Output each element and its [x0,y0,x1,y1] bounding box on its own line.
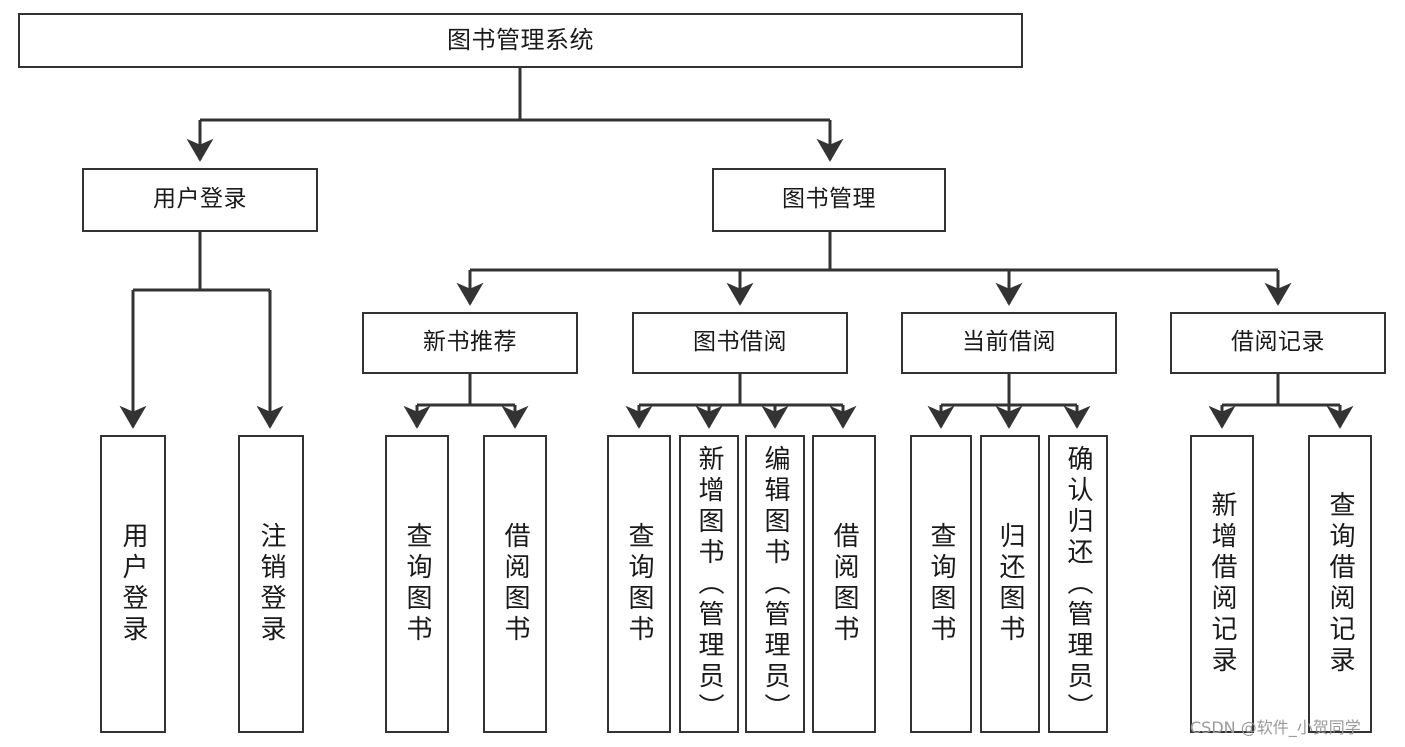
node-label: 借阅图书 [829,522,859,646]
node-leaf-add-book[interactable]: 新增图书（管理员） [679,435,739,733]
node-root-book-management-system[interactable]: 图书管理系统 [18,13,1023,68]
node-label: 借阅记录 [1231,329,1325,356]
node-label: 注销登录 [256,522,286,646]
node-label: 图书管理 [782,186,876,213]
node-book-borrow[interactable]: 图书借阅 [632,312,848,374]
node-leaf-query-book-recommend[interactable]: 查询图书 [385,435,449,733]
node-label: 新增借阅记录 [1207,491,1237,677]
node-leaf-borrow-book-recommend[interactable]: 借阅图书 [483,435,547,733]
node-leaf-edit-book[interactable]: 编辑图书（管理员） [745,435,805,733]
node-label: 当前借阅 [962,329,1056,356]
edges-user-login [119,232,284,429]
node-label: 新增图书（管理员） [694,444,724,724]
node-label: 查询借阅记录 [1325,491,1355,677]
node-label: 借阅图书 [500,522,530,646]
node-user-login[interactable]: 用户登录 [82,168,318,232]
node-leaf-query-book-borrow[interactable]: 查询图书 [607,435,671,733]
csdn-watermark: CSDN @软件_小贺同学 [1190,718,1361,737]
edges-current-borrow [927,374,1091,429]
node-label: 查询图书 [402,522,432,646]
node-current-borrow[interactable]: 当前借阅 [901,312,1117,374]
node-label: 图书借阅 [693,329,787,356]
node-new-book-recommend[interactable]: 新书推荐 [362,312,578,374]
node-leaf-query-borrow-record[interactable]: 查询借阅记录 [1308,435,1372,733]
node-label: 图书管理系统 [447,26,594,55]
edges-new-book-recommend [403,374,529,429]
node-label: 用户登录 [118,522,148,646]
node-label: 确认归还（管理员） [1063,444,1093,724]
node-leaf-borrow-book[interactable]: 借阅图书 [812,435,876,733]
edges-book-management [456,232,1292,306]
node-leaf-user-login[interactable]: 用户登录 [100,435,166,733]
node-label: 新书推荐 [423,329,517,356]
node-leaf-query-book-current[interactable]: 查询图书 [910,435,972,733]
node-leaf-logout-login[interactable]: 注销登录 [238,435,304,733]
node-book-management[interactable]: 图书管理 [712,168,946,232]
node-leaf-confirm-return[interactable]: 确认归还（管理员） [1048,435,1108,733]
node-leaf-return-book[interactable]: 归还图书 [980,435,1040,733]
edges-borrow-record [1208,374,1354,429]
node-borrow-record[interactable]: 借阅记录 [1170,312,1386,374]
node-label: 查询图书 [624,522,654,646]
edges-level1 [186,67,844,162]
node-label: 查询图书 [926,522,956,646]
node-leaf-add-borrow-record[interactable]: 新增借阅记录 [1190,435,1254,733]
node-label: 用户登录 [153,186,247,213]
edges-book-borrow [625,374,857,429]
node-label: 编辑图书（管理员） [760,444,790,724]
node-label: 归还图书 [995,522,1025,646]
